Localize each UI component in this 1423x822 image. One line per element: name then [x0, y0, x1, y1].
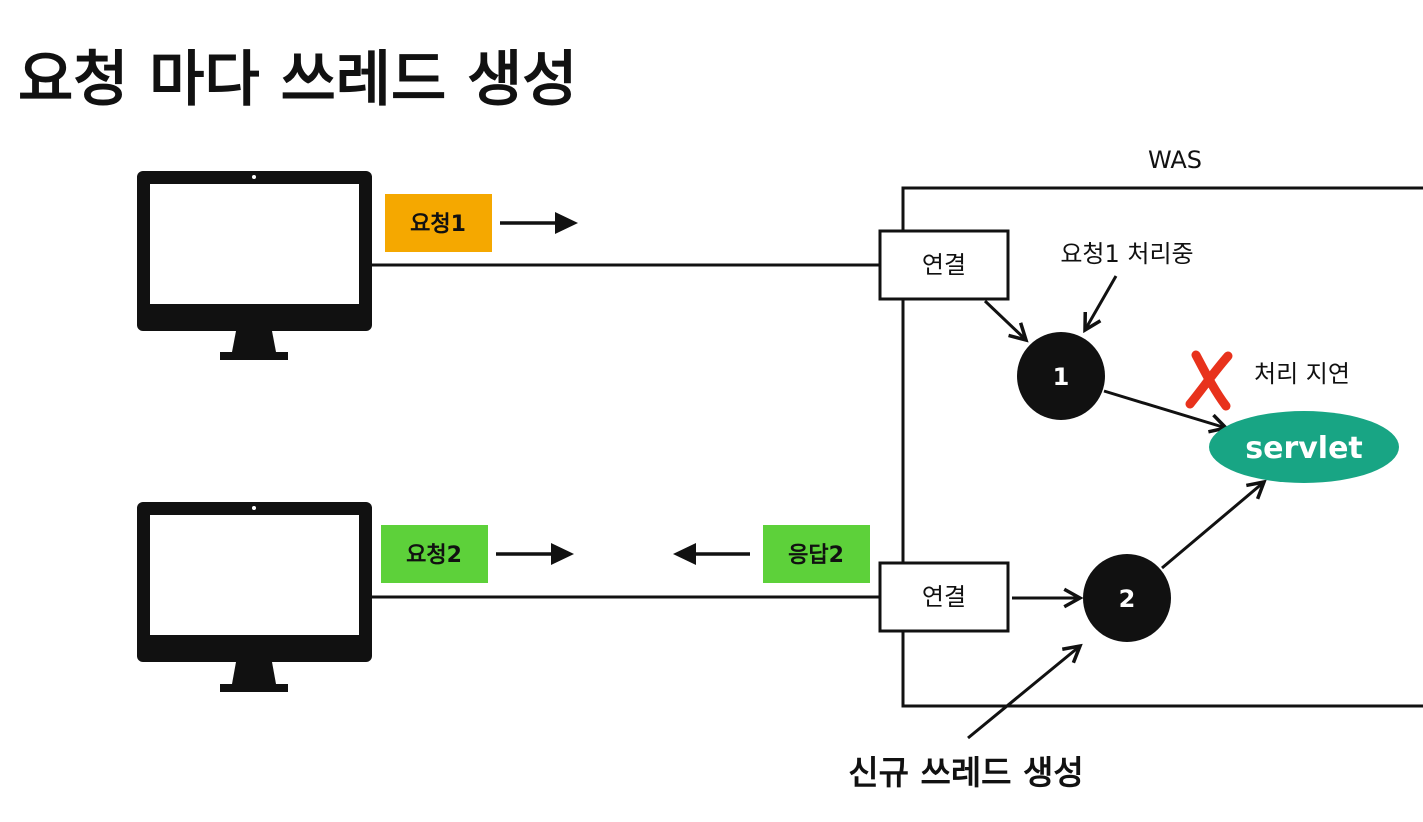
connection-box-2: 연결 — [878, 561, 1010, 633]
connection-box-1: 연결 — [878, 229, 1010, 301]
arrow-left-icon — [673, 543, 750, 565]
servlet-node: servlet — [1209, 411, 1399, 483]
request1-badge: 요청1 — [385, 194, 492, 252]
request2-label: 요청2 — [406, 543, 462, 568]
monitor-icon — [137, 171, 372, 360]
page-title: 요청 마다 쓰레드 생성 — [18, 45, 577, 115]
caption-arrow — [967, 646, 1080, 740]
thread-node-1: 1 — [1017, 332, 1105, 420]
connection-label-2: 연결 — [922, 583, 966, 611]
thread-node-2-label: 2 — [1119, 585, 1136, 613]
was-label: WAS — [1148, 146, 1202, 174]
monitor-icon — [137, 502, 372, 692]
thread-node-2-circle — [1083, 554, 1171, 642]
request2-badge-bg — [381, 525, 488, 583]
connection-label-1: 연결 — [922, 251, 966, 279]
thread-node-1-label: 1 — [1053, 363, 1070, 391]
thread-node-2: 2 — [1083, 554, 1171, 642]
new-thread-caption: 신규 쓰레드 생성 — [848, 753, 1084, 792]
request1-label: 요청1 — [410, 212, 466, 237]
delay-label: 처리 지연 — [1254, 360, 1350, 388]
annotation-arrow — [1085, 275, 1118, 330]
response2-label: 응답2 — [788, 543, 844, 568]
request2-badge: 요청2 — [381, 525, 488, 583]
thread-node-1-circle — [1017, 332, 1105, 420]
response2-badge-bg — [763, 525, 870, 583]
arrow-right-icon — [496, 543, 574, 565]
arrow-thread1-to-servlet — [1103, 389, 1226, 428]
servlet-label: servlet — [1245, 431, 1363, 466]
arrow-right-icon — [500, 212, 578, 234]
arrow-thread2-to-servlet — [1161, 482, 1264, 570]
response2-badge: 응답2 — [763, 525, 870, 583]
arrow-conn1-to-thread1 — [983, 299, 1026, 340]
servlet-ellipse — [1209, 411, 1399, 483]
thread1-annotation: 요청1 처리중 — [1060, 240, 1193, 268]
was-container — [901, 186, 1423, 708]
cross-icon — [1185, 350, 1233, 411]
request1-badge-bg — [385, 194, 492, 252]
